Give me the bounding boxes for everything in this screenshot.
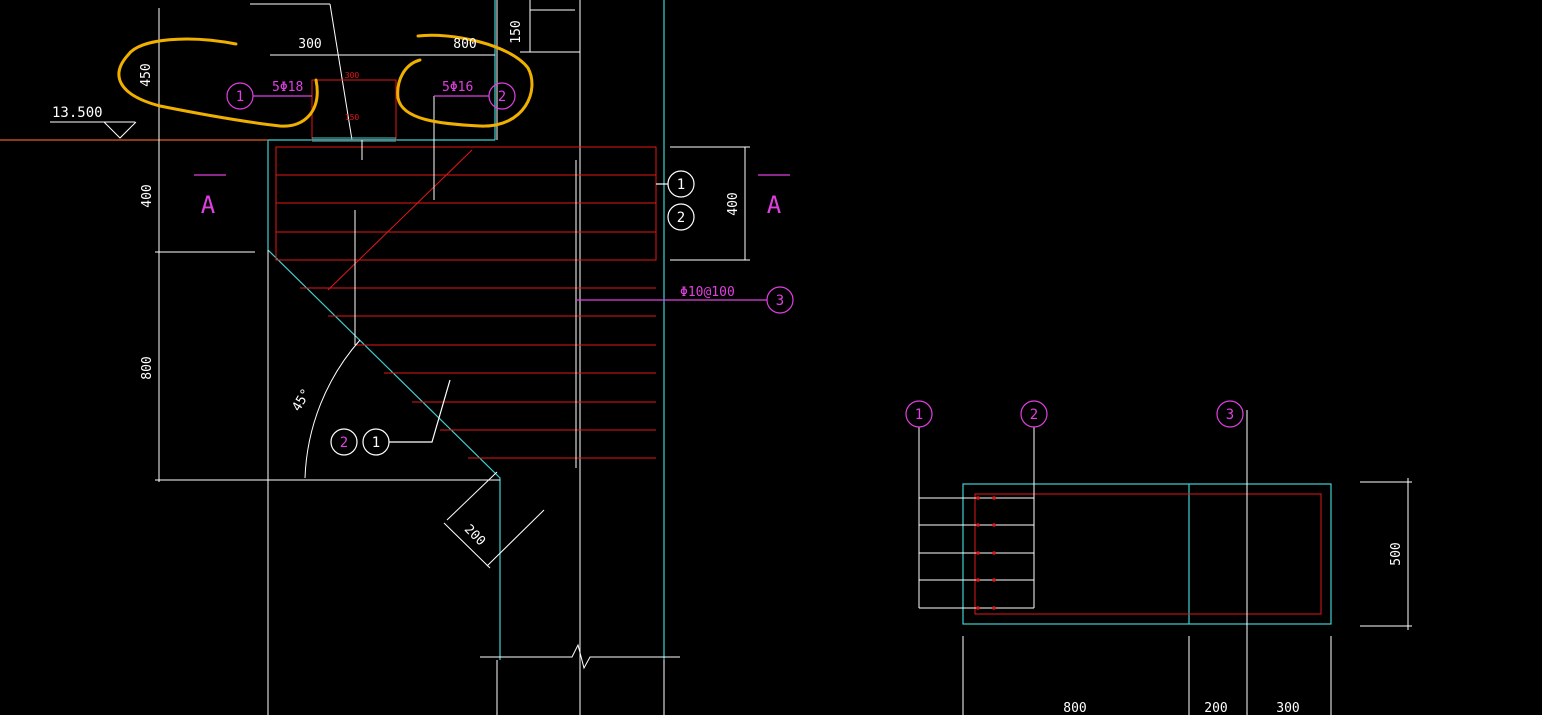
bearing-plate xyxy=(312,137,396,142)
right-tag-1: 1 xyxy=(677,177,685,193)
dim-inner-width: 300 xyxy=(345,71,360,80)
section-outline xyxy=(962,483,1332,625)
slope-tag-2: 2 xyxy=(340,435,348,451)
section-dim-w3: 300 xyxy=(1276,701,1299,715)
section-mark-left: A xyxy=(201,191,216,219)
callout-graphics xyxy=(194,82,794,314)
section-tag-3: 3 xyxy=(1226,407,1234,423)
dim-slab-width: 800 xyxy=(453,37,476,52)
elevation-marker xyxy=(50,121,137,139)
rebar2-label: 5Φ16 xyxy=(442,80,473,95)
stirrup-label: Φ10@100 xyxy=(680,285,735,300)
section-bars xyxy=(918,410,1412,715)
rebar1-label: 5Φ18 xyxy=(272,80,303,95)
dim-inner-height: 150 xyxy=(345,113,360,122)
concrete-outline xyxy=(267,0,665,660)
dim-slope-height: 800 xyxy=(140,356,155,379)
rebar-group xyxy=(275,79,657,459)
dim-chamfer: 200 xyxy=(461,522,488,549)
section-dim-w1: 800 xyxy=(1063,701,1086,715)
rebar2-num: 2 xyxy=(498,89,506,105)
section-dim-w2: 200 xyxy=(1204,701,1227,715)
stirrup-num: 3 xyxy=(776,293,784,309)
section-mark-right: A xyxy=(767,191,782,219)
dim-section-height: 400 xyxy=(726,192,741,215)
frame-lines xyxy=(250,0,680,715)
section-bar-dots xyxy=(976,496,996,610)
right-tag-2: 2 xyxy=(677,210,685,226)
dim-top-height: 450 xyxy=(139,63,154,86)
section-tag-2: 2 xyxy=(1030,407,1038,423)
section-tag-circles xyxy=(905,400,1244,428)
section-tag-1: 1 xyxy=(915,407,923,423)
section-dim-height: 500 xyxy=(1389,542,1404,565)
right-tag-graphics xyxy=(330,170,695,456)
dim-angle: 45° xyxy=(290,386,315,414)
highlight-marks xyxy=(117,33,534,128)
dim-top-right: 150 xyxy=(509,20,524,43)
rebar1-num: 1 xyxy=(236,89,244,105)
slope-tag-1: 1 xyxy=(372,435,380,451)
dim-bracket-width: 300 xyxy=(298,37,321,52)
dimension-lines xyxy=(155,8,750,569)
dim-haunch-height: 400 xyxy=(140,184,155,207)
elevation-label: 13.500 xyxy=(52,105,103,121)
